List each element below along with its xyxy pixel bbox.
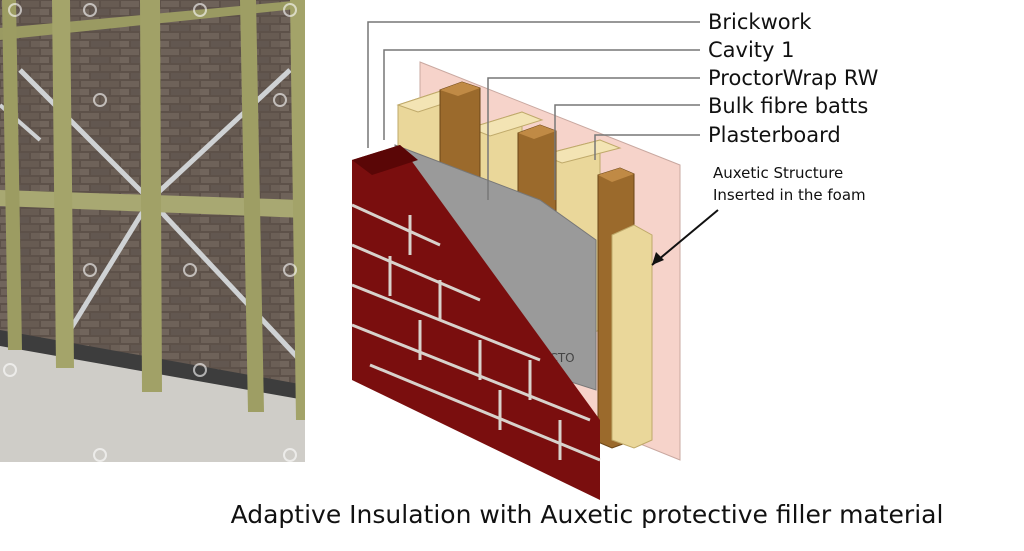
label-cavity: Cavity 1 [708,38,795,62]
timber-frame-photo [0,0,305,462]
label-batts: Bulk fibre batts [708,94,869,118]
leader-lines [367,21,700,200]
annotation-line-2: Inserted in the foam [713,186,866,204]
auxetic-batt [611,224,653,449]
figure-caption: Adaptive Insulation with Auxetic protect… [230,500,944,529]
arrow-head-icon [652,252,664,265]
label-plasterboard: Plasterboard [708,123,841,147]
wall-section-diagram: OCTO [351,21,719,500]
annotation-line-1: Auxetic Structure [713,164,844,182]
label-wrap: ProctorWrap RW [708,66,879,90]
annotation-arrow [651,209,719,266]
label-brickwork: Brickwork [708,10,812,34]
brickwork-layer [351,145,601,500]
